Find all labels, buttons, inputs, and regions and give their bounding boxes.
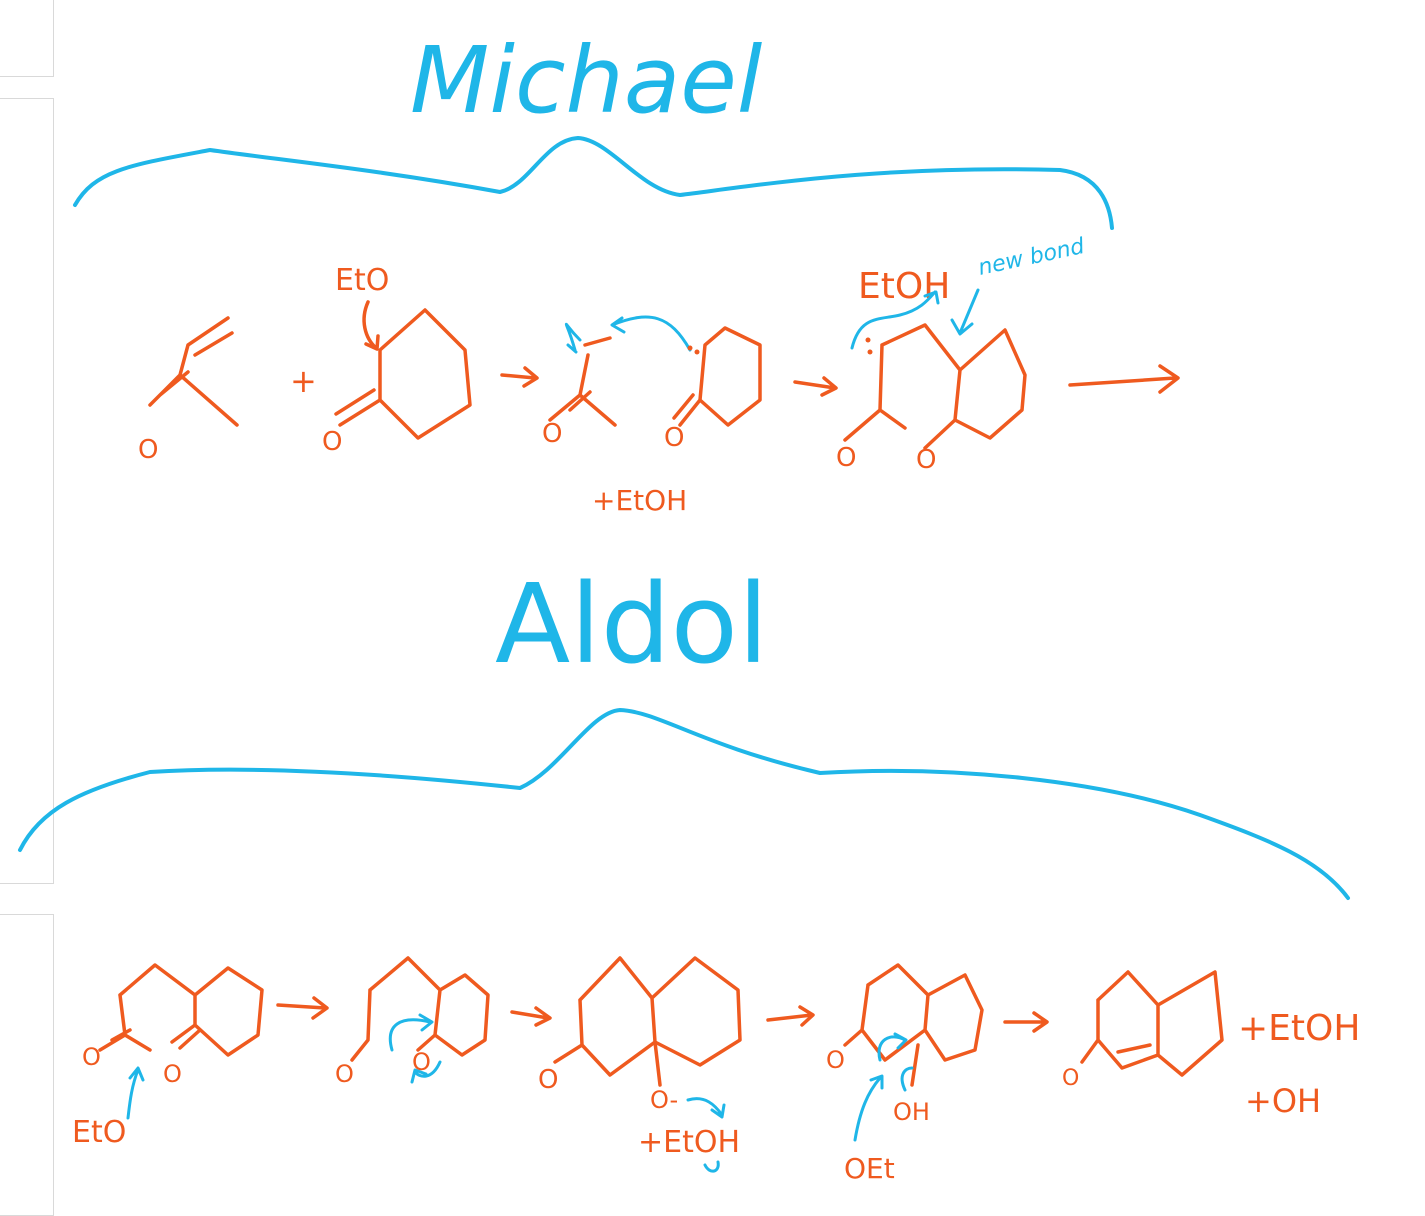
etoh-label: EtOH [858,266,950,307]
aldol-brace [18,708,1350,900]
elimination-arrow-2 [900,1066,914,1092]
reaction-arrow [510,1006,552,1027]
reaction-arrow [276,996,329,1020]
proton-transfer-arrow [850,290,940,350]
side-panel-bottom[interactable] [0,914,54,1216]
michael-adduct-molecule: O O [836,323,1027,475]
new-bond-arrow [950,288,980,336]
o-label: O [826,1046,845,1074]
elimination-arrow-1 [877,1032,908,1062]
etoh-arrow [703,1160,720,1173]
hydroxy-ketone-molecule: O [826,963,984,1087]
oh-label: OH [893,1098,930,1126]
deprotonation-arrow [126,1066,145,1120]
michael-brace [73,136,1114,230]
new-bond-label: new bond [976,234,1088,281]
o-label: O [916,445,936,475]
protonation-arrow [686,1097,726,1119]
enone-product-molecule: O [1062,970,1224,1091]
mvk-molecule: O [138,316,239,465]
oet-label: OEt [844,1152,895,1185]
eto-label: EtO [72,1115,126,1150]
reaction-arrow [500,366,539,388]
reaction-arrow [1003,1011,1049,1033]
o-label: O [836,443,856,473]
enolate-arrow-2 [410,1060,442,1084]
plus-oh-product-label: +OH [1245,1082,1321,1120]
alkoxide-molecule: O [538,956,742,1095]
plus-etoh-product-label: +EtOH [1238,1008,1360,1049]
mvk-intermediate: O [542,336,617,449]
cyclohexanone-molecule: O [322,308,472,457]
plus-etoh-label: +EtOH [638,1125,740,1160]
enolate-ring: O [664,326,762,453]
reaction-arrow [766,1005,815,1027]
o-minus-label: O- [650,1086,678,1114]
o-label: O [335,1060,354,1088]
o-label: O [412,1048,431,1076]
plus-sign: + [290,362,317,400]
aldol-reactant-molecule: O O [82,963,264,1088]
eto-label: EtO [335,263,389,298]
o-label: O [322,427,342,457]
o-label: O [82,1043,101,1071]
eto-arrow [362,300,380,351]
base-arrow [853,1074,884,1142]
enolate-arrow-1 [388,1013,434,1052]
o-label: O [138,435,158,465]
side-panel-middle[interactable] [0,98,54,884]
electron-arrow-2 [610,315,692,352]
electron-arrow-1 [564,322,582,354]
o-label: O [664,423,684,453]
michael-title: Michael [410,27,763,134]
reaction-arrow [793,376,838,397]
plus-etoh-label: +EtOH [592,484,687,517]
o-label: O [1062,1066,1079,1091]
o-label: O [163,1060,182,1088]
aldol-enolate-molecule: O O [335,956,490,1088]
o-label: O [542,419,562,449]
side-panel-top[interactable] [0,0,54,77]
o-label: O [538,1065,558,1095]
reaction-arrow-long [1068,364,1180,394]
aldol-title: Aldol [495,560,769,688]
